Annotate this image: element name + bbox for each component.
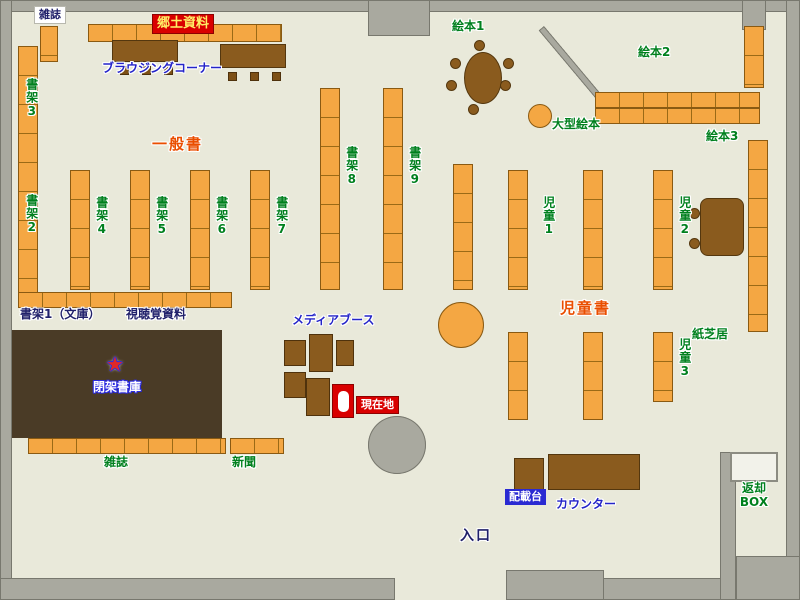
shelf-unit-newspapers xyxy=(230,438,284,454)
shelf-unit-picturebooks2-b xyxy=(595,108,760,124)
stool xyxy=(689,238,700,249)
picturebooks1-label: 絵本1 xyxy=(452,19,485,33)
current-location-booth xyxy=(332,384,354,418)
current-location-booth-seat xyxy=(338,391,349,412)
general-books-label: 一般書 xyxy=(152,135,204,153)
shelf-unit-8 xyxy=(320,88,340,290)
shelf3-label: 書架3 xyxy=(24,78,39,119)
large-picturebook-stand xyxy=(528,104,552,128)
media-booth-label: メディアブース xyxy=(292,313,375,327)
shelf-unit-magazines-bottom xyxy=(28,438,226,454)
shelf-unit-center xyxy=(453,164,473,290)
stool xyxy=(446,80,457,91)
chair xyxy=(164,66,173,75)
shelf-unit-children-3b xyxy=(583,332,603,420)
shelf-unit-right-wall xyxy=(748,140,768,332)
stool xyxy=(503,58,514,69)
picturebooks2-label: 絵本2 xyxy=(638,45,671,59)
closed-stacks-area xyxy=(12,330,222,438)
shelf-unit-7 xyxy=(250,170,270,290)
chair xyxy=(228,72,237,81)
delivery-stand-label: 配載台 xyxy=(505,489,546,505)
shelf-unit-4 xyxy=(70,170,90,290)
children3-label: 児童3 xyxy=(677,338,692,379)
pillar-top-center xyxy=(368,0,430,36)
magazines-top-label: 雑誌 xyxy=(34,6,66,24)
media-booth-unit xyxy=(306,378,330,416)
chair xyxy=(250,72,259,81)
counter-label: カウンター xyxy=(556,497,617,511)
shelf2-label: 書架2 xyxy=(24,194,39,235)
shelf4-label: 書架4 xyxy=(94,196,109,237)
shelf-unit-children-2 xyxy=(653,170,673,290)
shelf-unit-children-1a xyxy=(508,170,528,290)
media-booth-unit xyxy=(284,340,306,366)
picturebooks3-label: 絵本3 xyxy=(706,129,739,143)
wall-bottom-left xyxy=(0,578,395,600)
media-booth-unit xyxy=(336,340,354,366)
shelf-unit-6 xyxy=(190,170,210,290)
counter-desk xyxy=(548,454,640,490)
shelf-unit-magazines-top xyxy=(40,26,58,62)
shelf-unit-children-3c xyxy=(653,332,673,402)
shelf6-label: 書架6 xyxy=(214,196,229,237)
closed-stacks-star-icon: ★ xyxy=(106,352,124,376)
chair xyxy=(272,72,281,81)
chair xyxy=(142,66,151,75)
shelf-unit-bunko-av xyxy=(18,292,232,308)
browsing-table-1 xyxy=(112,40,178,62)
wall-right xyxy=(786,0,800,600)
shelf-unit-5 xyxy=(130,170,150,290)
wall-corner-bottom-right xyxy=(736,556,800,600)
wall-returnbox-niche xyxy=(720,452,736,600)
children1-label: 児童1 xyxy=(541,196,556,237)
newspapers-label: 新聞 xyxy=(232,455,257,469)
stool xyxy=(450,58,461,69)
shelf7-label: 書架7 xyxy=(274,196,289,237)
shelf-unit-left-wall xyxy=(18,46,38,294)
media-booth-unit xyxy=(309,334,333,372)
shelf-unit-9 xyxy=(383,88,403,290)
wall-left xyxy=(0,0,12,600)
large-picturebooks-label: 大型絵本 xyxy=(552,117,601,131)
shelf1-bunko-label: 書架1（文庫） xyxy=(20,307,101,321)
shelf9-label: 書架9 xyxy=(407,146,422,187)
shelf8-label: 書架8 xyxy=(344,146,359,187)
stool xyxy=(474,40,485,51)
shelf-unit-right-top xyxy=(744,26,764,88)
pillar-round xyxy=(368,416,426,474)
stool xyxy=(689,208,700,219)
return-box-label: 返却 BOX xyxy=(726,481,782,510)
children-table xyxy=(700,198,744,256)
kamishibai-label: 紙芝居 xyxy=(692,327,729,341)
stool xyxy=(500,80,511,91)
media-booth-unit xyxy=(284,372,306,398)
delivery-stand-table xyxy=(514,458,544,490)
chair xyxy=(120,66,129,75)
local-materials-label: 郷土資料 xyxy=(152,14,215,35)
childrens-books-label: 児童書 xyxy=(560,299,612,317)
shelf-unit-children-1b xyxy=(583,170,603,290)
round-table xyxy=(438,302,484,348)
browsing-corner-label: ブラウジングコーナー xyxy=(102,61,223,75)
return-box xyxy=(730,452,778,482)
magazines-bottom-label: 雑誌 xyxy=(104,455,129,469)
shelf-unit-children-3a xyxy=(508,332,528,420)
audiovisual-label: 視聴覚資料 xyxy=(126,307,187,321)
closed-stacks-label: 閉架書庫 xyxy=(92,380,141,394)
pillar-top-right xyxy=(742,0,766,30)
browsing-table-2 xyxy=(220,44,286,68)
wall-diagonal xyxy=(538,26,604,101)
block-bottom-center xyxy=(506,570,604,600)
stool xyxy=(468,104,479,115)
children2-label: 児童2 xyxy=(677,196,692,237)
current-location-label: 現在地 xyxy=(356,396,399,414)
return-box-label-line2: BOX xyxy=(739,494,769,509)
return-box-label-line1: 返却 xyxy=(741,481,766,495)
picturebook1-table xyxy=(464,52,502,104)
shelf-unit-picturebooks2-a xyxy=(595,92,760,108)
shelf5-label: 書架5 xyxy=(154,196,169,237)
entrance-label: 入口 xyxy=(460,528,492,544)
